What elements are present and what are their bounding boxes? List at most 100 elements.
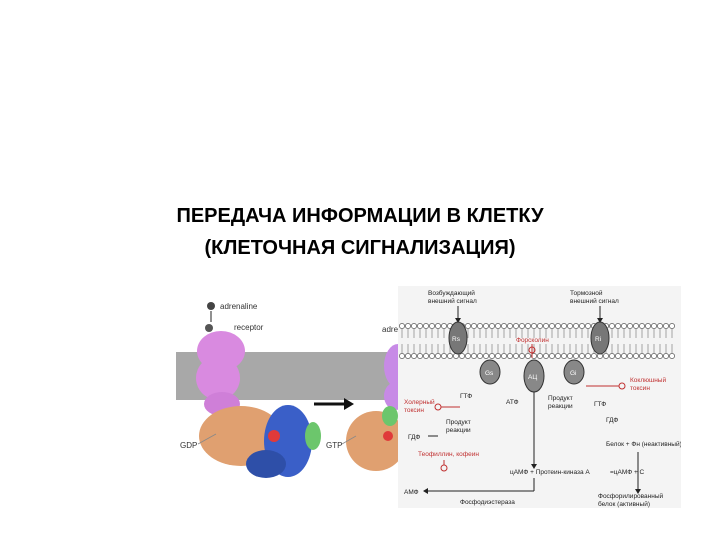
forskolin-label: Форсколин bbox=[516, 337, 549, 344]
lipid-head bbox=[633, 353, 639, 359]
lipid-head bbox=[579, 323, 585, 329]
lipid-head bbox=[405, 323, 411, 329]
lipid-head bbox=[489, 323, 495, 329]
lipid-head bbox=[615, 353, 621, 359]
lipid-head bbox=[537, 353, 543, 359]
receptor-rs-label: Rs bbox=[452, 336, 461, 343]
gdp-label: GDP bbox=[180, 441, 197, 450]
lipid-head bbox=[615, 323, 621, 329]
lipid-head bbox=[507, 353, 513, 359]
lipid-head bbox=[567, 323, 573, 329]
lipid-head bbox=[483, 323, 489, 329]
lipid-head bbox=[609, 323, 615, 329]
lipid-head bbox=[639, 323, 645, 329]
slide-title-line-1: ПЕРЕДАЧА ИНФОРМАЦИИ В КЛЕТКУ bbox=[176, 205, 544, 227]
lipid-head bbox=[429, 353, 435, 359]
lipid-head bbox=[423, 323, 429, 329]
lipid-head bbox=[627, 323, 633, 329]
lipid-head bbox=[651, 353, 657, 359]
lipid-head bbox=[567, 353, 573, 359]
phosphodiesterase-label: Фосфодиэстераза bbox=[460, 499, 515, 506]
lipid-head bbox=[417, 353, 423, 359]
lipid-head bbox=[471, 353, 477, 359]
amp-label: АМФ bbox=[404, 489, 419, 496]
receptor-ri-label: Ri bbox=[595, 336, 601, 343]
lipid-head bbox=[663, 323, 669, 329]
lipid-head bbox=[531, 353, 537, 359]
theophylline-label: Теофиллин, кофеин bbox=[418, 451, 479, 458]
lipid-head bbox=[573, 353, 579, 359]
slide-title: ПЕРЕДАЧА ИНФОРМАЦИИ В КЛЕТКУ (КЛЕТОЧНАЯ … bbox=[0, 200, 720, 264]
adrenaline-label: adrenaline bbox=[220, 302, 258, 311]
lipid-head bbox=[477, 353, 483, 359]
lipid-head bbox=[531, 323, 537, 329]
lipid-head bbox=[513, 323, 519, 329]
gtp-right-label: ГТФ bbox=[594, 401, 606, 408]
receptor-ri bbox=[590, 321, 610, 355]
lipid-head bbox=[585, 323, 591, 329]
lipid-head bbox=[561, 323, 567, 329]
g-protein-complex-right bbox=[346, 406, 406, 471]
lipid-head bbox=[447, 353, 453, 359]
lipid-head bbox=[543, 323, 549, 329]
lipid-head bbox=[519, 353, 525, 359]
lipid-head bbox=[423, 353, 429, 359]
lipid-head bbox=[465, 323, 471, 329]
lipid-head bbox=[417, 323, 423, 329]
gtp-left-label: ГТФ bbox=[460, 393, 472, 400]
gs-label: Gs bbox=[485, 370, 494, 377]
protein-label: Белок + Фн (неактивный) bbox=[606, 440, 681, 448]
adrenaline-label-right: adre bbox=[382, 325, 399, 334]
ac-label: АЦ bbox=[528, 374, 537, 381]
lipid-head bbox=[543, 353, 549, 359]
g-protein-activation-illustration: adrenaline receptor GDP adre GTP bbox=[176, 302, 408, 478]
lipid-head bbox=[441, 323, 447, 329]
g-protein-complex-left bbox=[199, 405, 321, 478]
lipid-head bbox=[663, 353, 669, 359]
gdp-left-label: ГДФ bbox=[408, 434, 420, 441]
receptor-label: receptor bbox=[234, 323, 264, 332]
lipid-head bbox=[441, 353, 447, 359]
lipid-head bbox=[495, 323, 501, 329]
lipid-head bbox=[669, 323, 675, 329]
lipid-head bbox=[579, 353, 585, 359]
lipid-head bbox=[405, 353, 411, 359]
lipid-head bbox=[609, 353, 615, 359]
gs-protein bbox=[479, 359, 501, 385]
lipid-head bbox=[435, 353, 441, 359]
lipid-head bbox=[399, 323, 405, 329]
adrenaline-molecule bbox=[207, 302, 215, 310]
lipid-head bbox=[471, 323, 477, 329]
lipid-head bbox=[627, 353, 633, 359]
lipid-head bbox=[435, 323, 441, 329]
camp-label: цАМФ + Протеин-киназа А bbox=[510, 469, 590, 476]
lipid-head bbox=[657, 323, 663, 329]
camp-complex-label: =цАМФ + С bbox=[610, 469, 645, 476]
lipid-head bbox=[477, 323, 483, 329]
lipid-head bbox=[573, 323, 579, 329]
lipid-head bbox=[645, 323, 651, 329]
lipid-head bbox=[639, 353, 645, 359]
lipid-head bbox=[585, 353, 591, 359]
transition-arrow bbox=[314, 398, 354, 410]
lipid-head bbox=[651, 323, 657, 329]
slide-title-line-2: (КЛЕТОЧНАЯ СИГНАЛИЗАЦИЯ) bbox=[204, 237, 516, 259]
lipid-head bbox=[501, 353, 507, 359]
receptor-rs bbox=[448, 321, 468, 355]
lipid-head bbox=[465, 353, 471, 359]
gdp-right-label: ГДФ bbox=[606, 417, 618, 424]
lipid-head bbox=[411, 323, 417, 329]
lipid-head bbox=[429, 323, 435, 329]
gi-protein bbox=[563, 359, 585, 385]
lipid-head bbox=[525, 353, 531, 359]
lipid-head bbox=[489, 353, 495, 359]
lipid-head bbox=[399, 353, 405, 359]
lipid-head bbox=[591, 353, 597, 359]
lipid-head bbox=[561, 353, 567, 359]
